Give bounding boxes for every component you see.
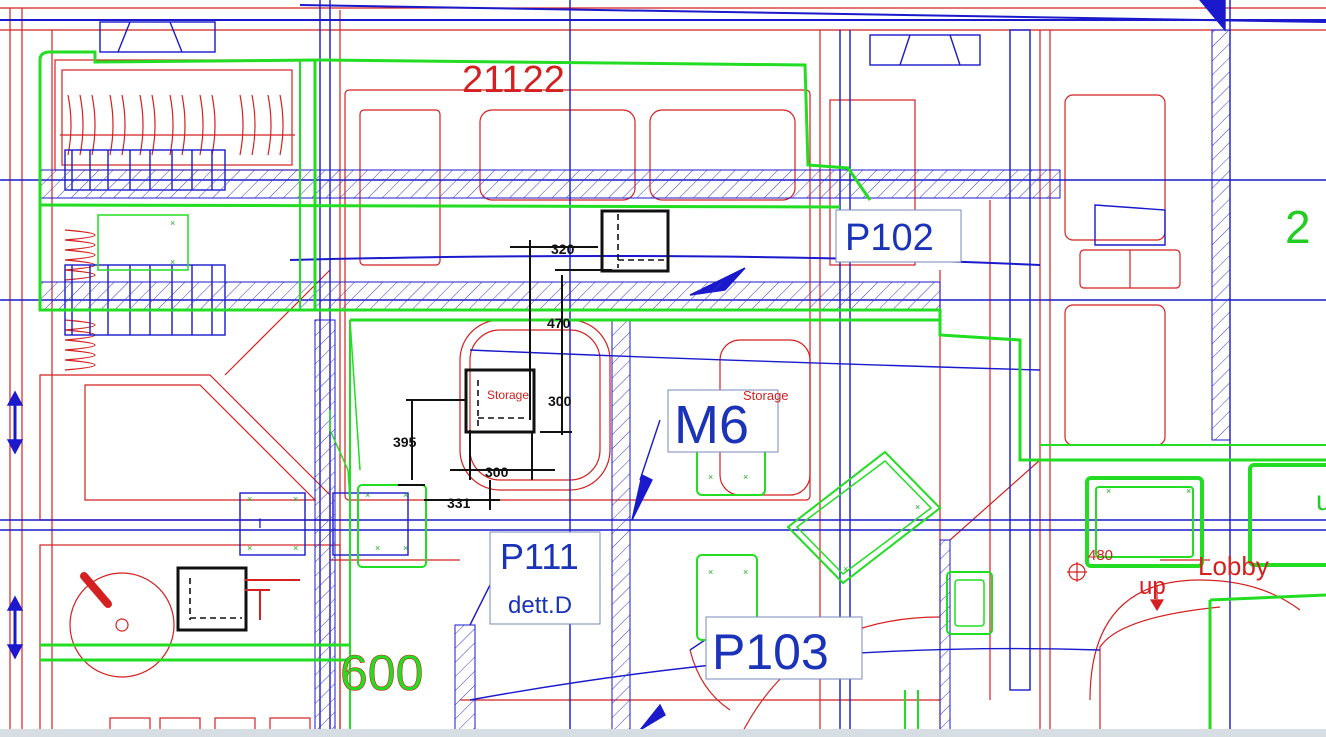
anchor-markers: × × × × × × × × × × × × × × × × × × (170, 218, 1191, 577)
marker-i-label: I (258, 515, 262, 531)
viewer-footer-strip (0, 729, 1326, 737)
code-600-label: 600 (340, 645, 423, 701)
svg-text:×: × (170, 257, 175, 267)
svg-text:×: × (708, 472, 713, 482)
svg-text:×: × (375, 543, 380, 553)
dimension-395: 395 (393, 434, 417, 450)
lobby-label: Lobby (1198, 551, 1269, 581)
area-code-right-partial: 2 (1285, 201, 1311, 253)
label-frames (489, 209, 962, 680)
svg-text:×: × (743, 567, 748, 577)
svg-text:×: × (365, 490, 370, 500)
stair-up-label: up (1139, 573, 1166, 600)
partial-u-label: u (1316, 485, 1326, 516)
room-label-p111[interactable]: P111 (500, 536, 579, 577)
dimension-470: 470 (547, 315, 571, 331)
detail-reference[interactable]: dett.D (508, 592, 572, 619)
svg-text:×: × (247, 494, 252, 504)
boundary-layer (38, 50, 1326, 737)
dimension-layer (176, 209, 670, 632)
dimension-values: 320 470 300 395 300 331 (393, 241, 575, 511)
hatched-bands (39, 29, 1231, 731)
svg-text:×: × (915, 502, 920, 512)
storage-label-right: Storage (743, 388, 789, 403)
room-label-p103[interactable]: P103 (712, 624, 829, 680)
svg-text:×: × (293, 543, 298, 553)
svg-text:×: × (403, 543, 408, 553)
svg-text:×: × (708, 567, 713, 577)
svg-text:×: × (293, 494, 298, 504)
dimension-480-label: 480 (1088, 547, 1113, 564)
dimension-300-vertical: 300 (548, 393, 572, 409)
room-label-p102[interactable]: P102 (845, 217, 934, 259)
svg-text:×: × (1106, 486, 1111, 496)
dimension-300-horizontal: 300 (485, 464, 509, 480)
svg-text:×: × (403, 490, 408, 500)
svg-text:×: × (170, 218, 175, 228)
storage-label-left: Storage (487, 388, 529, 402)
architecture-layer (0, 7, 1326, 737)
dimension-331: 331 (447, 495, 471, 511)
area-code-top: 21122 (462, 59, 565, 101)
svg-text:×: × (743, 472, 748, 482)
svg-text:×: × (843, 564, 848, 574)
svg-text:×: × (1186, 486, 1191, 496)
room-label-m6[interactable]: M6 (674, 395, 749, 455)
svg-text:×: × (247, 543, 252, 553)
dimension-320: 320 (551, 241, 575, 257)
